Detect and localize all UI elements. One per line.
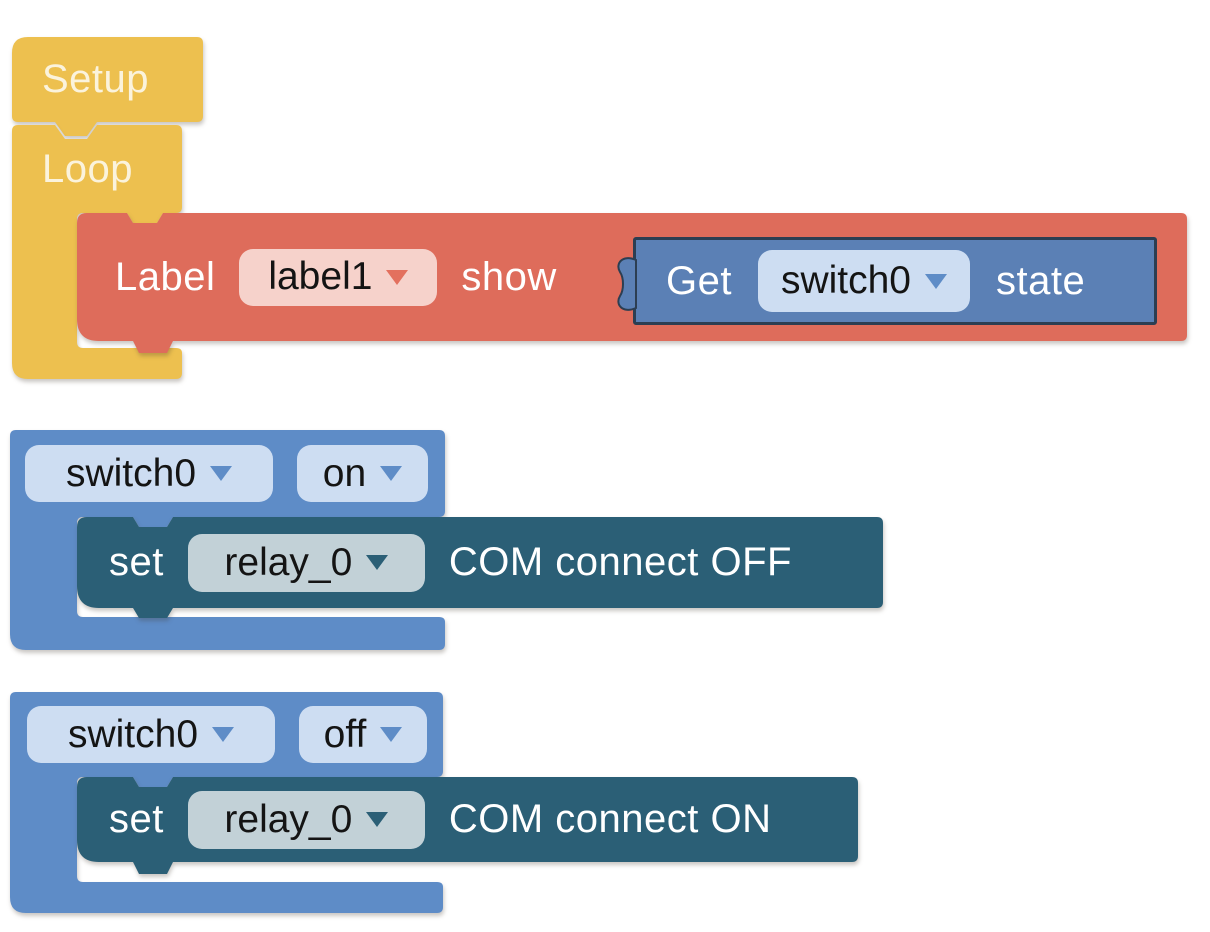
chevron-down-icon	[386, 270, 408, 285]
setup-block-label: Setup	[42, 57, 150, 101]
setup-block[interactable]: Setup	[12, 37, 203, 137]
label1-dropdown[interactable]: label1	[239, 249, 437, 306]
switch-on-state-dropdown[interactable]: on	[297, 445, 428, 502]
puzzle-tab-connector-icon	[617, 257, 637, 311]
chevron-down-icon	[380, 727, 402, 742]
chevron-down-icon	[380, 466, 402, 481]
switch-on-device-value: switch0	[65, 451, 197, 495]
get-state-block[interactable]: Get switch0 state	[617, 237, 1157, 325]
set-relay-off-block[interactable]: set relay_0 COM connect OFF	[77, 517, 883, 618]
set-relay-prefix: set	[109, 797, 164, 841]
set-relay-prefix: set	[109, 540, 164, 584]
relay-dropdown-value: relay_0	[224, 540, 353, 584]
relay-dropdown[interactable]: relay_0	[188, 534, 425, 592]
get-state-suffix: state	[995, 258, 1086, 303]
chevron-down-icon	[366, 555, 388, 570]
label-show-suffix: show	[461, 254, 557, 299]
switch-off-device-value: switch0	[67, 712, 199, 756]
set-relay-action: COM connect OFF	[448, 540, 792, 584]
switch-off-device-dropdown[interactable]: switch0	[27, 706, 275, 763]
switch-on-device-dropdown[interactable]: switch0	[25, 445, 273, 502]
get-state-prefix: Get	[666, 258, 732, 303]
set-relay-action: COM connect ON	[448, 797, 772, 841]
chevron-down-icon	[925, 273, 947, 289]
relay-dropdown[interactable]: relay_0	[188, 791, 425, 849]
chevron-down-icon	[210, 466, 232, 481]
loop-block-label: Loop	[42, 146, 133, 191]
set-relay-on-block[interactable]: set relay_0 COM connect ON	[77, 777, 858, 874]
switch-off-state-value: off	[323, 712, 367, 756]
switch-off-state-dropdown[interactable]: off	[299, 706, 427, 763]
get-switch-dropdown-value: switch0	[780, 259, 911, 302]
label-show-prefix: Label	[115, 254, 216, 299]
get-switch-dropdown[interactable]: switch0	[757, 250, 970, 312]
chevron-down-icon	[366, 812, 388, 827]
switch-on-state-value: on	[322, 451, 367, 495]
chevron-down-icon	[212, 727, 234, 742]
label1-dropdown-value: label1	[268, 255, 373, 298]
relay-dropdown-value: relay_0	[224, 797, 353, 841]
